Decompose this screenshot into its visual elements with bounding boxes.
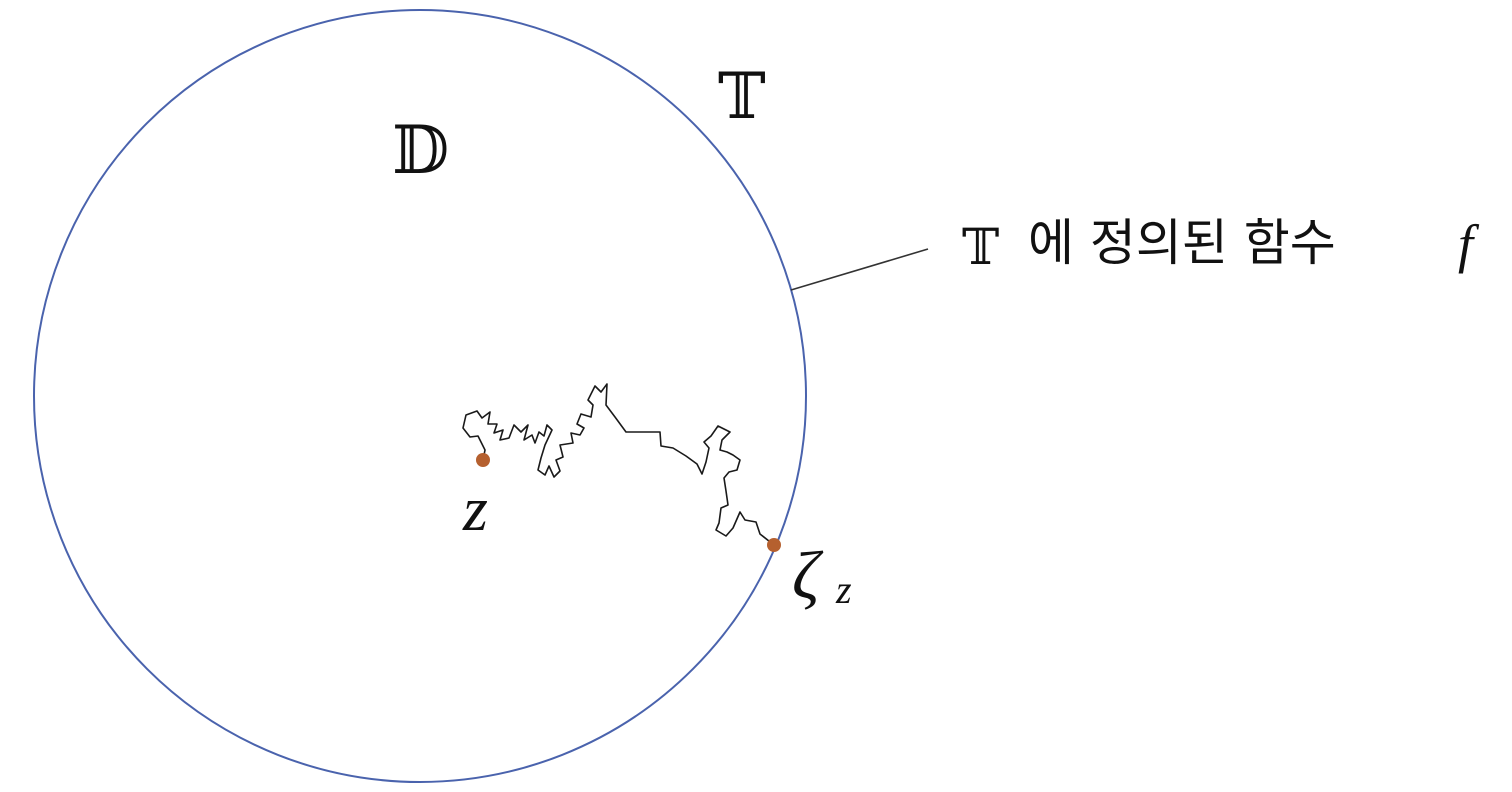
circle-label: 𝕋: [718, 60, 766, 134]
annotation-text: 에 정의된 함수: [1028, 214, 1336, 272]
annotation-circle-symbol: 𝕋: [962, 218, 999, 276]
brownian-path: [462, 383, 775, 546]
exit-point-dot: [767, 538, 781, 552]
annotation-function: f: [1458, 214, 1480, 274]
unit-circle: [33, 9, 807, 783]
start-point-dot: [476, 453, 490, 467]
disk-label: 𝔻: [392, 112, 449, 189]
leader-line: [790, 248, 929, 291]
exit-point-subscript: z: [835, 567, 852, 612]
start-point-label: z: [462, 473, 488, 544]
exit-point-label: ζ: [792, 537, 824, 613]
